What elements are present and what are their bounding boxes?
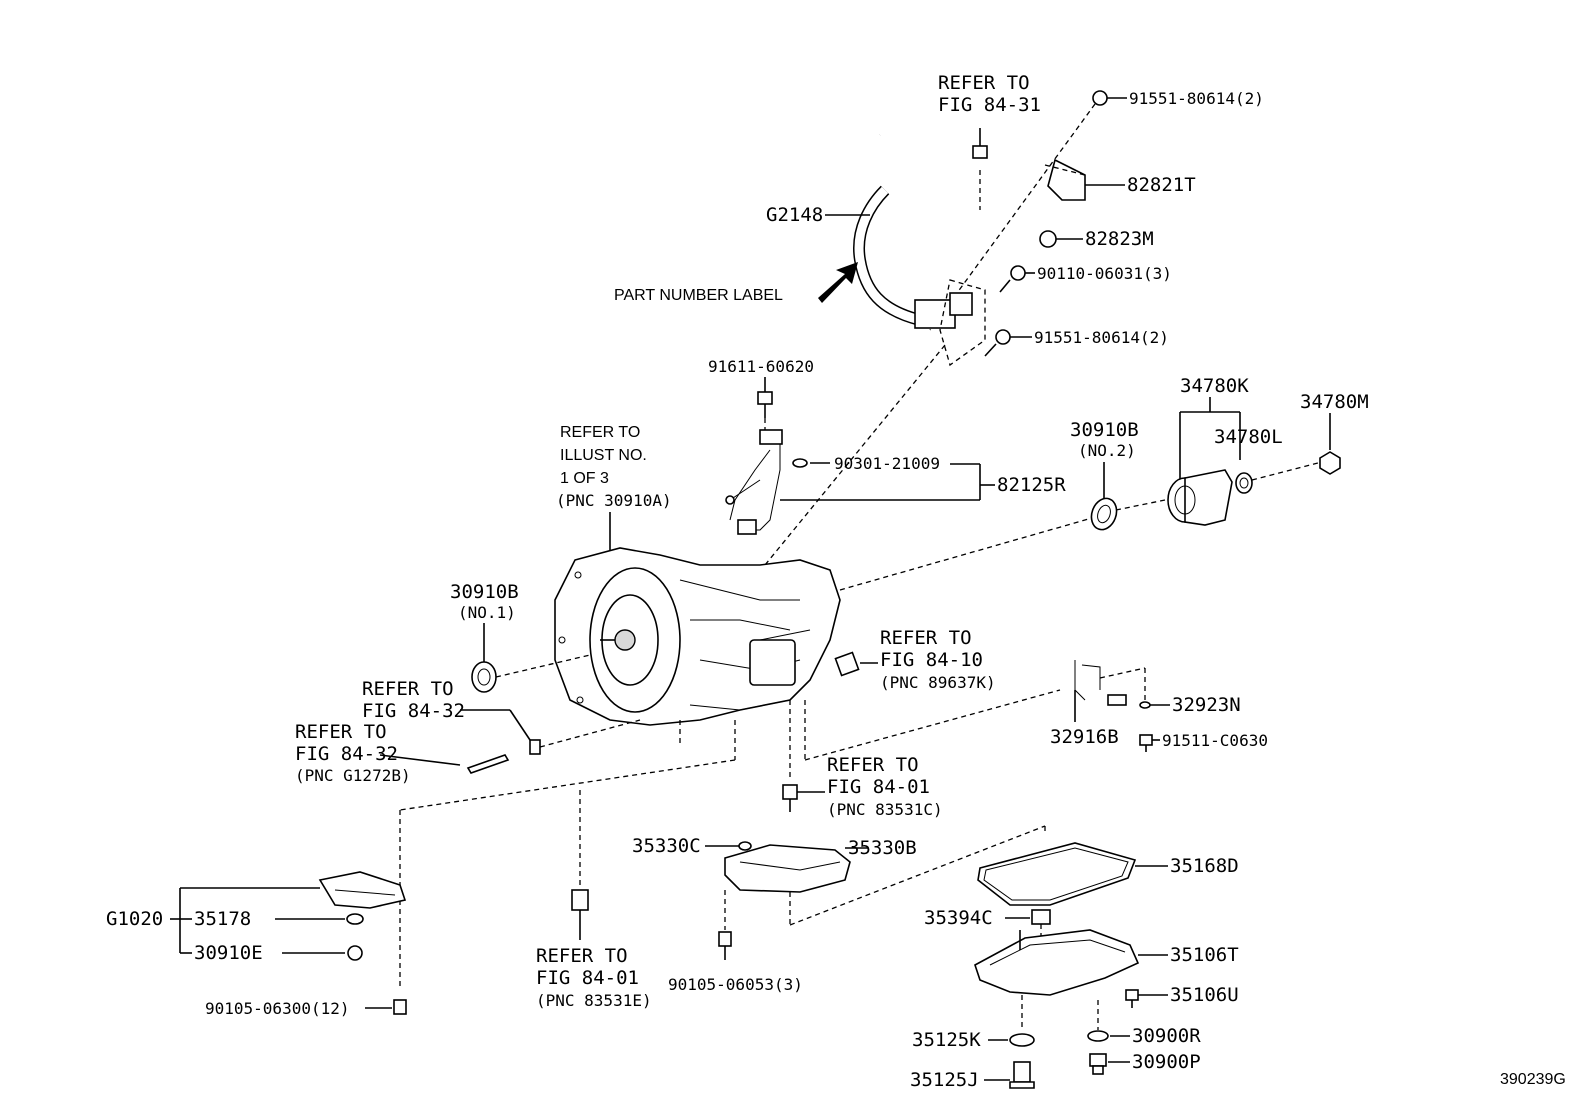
refer-text: REFER TO bbox=[536, 945, 628, 967]
part-label: 91511-C0630 bbox=[1162, 731, 1268, 750]
part-label: 82823M bbox=[1085, 228, 1154, 250]
part-label: 91611-60620 bbox=[708, 357, 814, 376]
part-label: 34780K bbox=[1180, 375, 1249, 397]
part-label: 30900R bbox=[1132, 1025, 1201, 1047]
part-label: 90110-06031(3) bbox=[1037, 264, 1172, 283]
part-label: (NO.2) bbox=[1078, 441, 1136, 460]
refer-text: REFER TO bbox=[362, 678, 454, 700]
refer-text: (PNC 89637K) bbox=[880, 673, 996, 692]
part-label: 82125R bbox=[997, 474, 1066, 496]
refer-fig-84-32-a: REFER TO FIG 84-32 bbox=[362, 678, 641, 755]
refer-text: (PNC 83531C) bbox=[827, 800, 943, 819]
part-label: 35178 bbox=[194, 908, 251, 930]
refer-text: FIG 84-10 bbox=[880, 649, 983, 671]
refer-fig-84-10: REFER TO FIG 84-10 (PNC 89637K) bbox=[834, 627, 996, 692]
fig-84-31-text: FIG 84-31 bbox=[938, 94, 1041, 116]
bolt-91551-80614-top: 91551-80614(2) bbox=[929, 89, 1264, 331]
plug-35125J: 35125J bbox=[910, 1061, 1035, 1091]
gasket-30900R: 30900R bbox=[1087, 1000, 1201, 1047]
part-label: 35168D bbox=[1170, 855, 1239, 877]
harness-82125R: 90301-21009 82125R bbox=[725, 429, 1066, 535]
part-label: (NO.1) bbox=[458, 603, 516, 622]
group-G1020: G1020 35178 30910E bbox=[106, 871, 407, 964]
part-label: G2148 bbox=[766, 204, 823, 226]
part-number-label-callout: PART NUMBER LABEL bbox=[614, 262, 858, 304]
part-label: 30910B bbox=[1070, 419, 1139, 441]
bolt-90105-06300: 90105-06300(12) bbox=[205, 999, 407, 1018]
part-label: 35394C bbox=[924, 907, 993, 929]
seal-30910B-no2: 30910B (NO.2) bbox=[1070, 419, 1139, 531]
plug-30900P: 30900P bbox=[1089, 1051, 1201, 1075]
part-label: 35125J bbox=[910, 1069, 979, 1091]
refer-text: REFER TO bbox=[560, 424, 640, 441]
magnet-35394C: 35394C bbox=[924, 907, 1051, 960]
refer-text: FIG 84-32 bbox=[362, 700, 465, 722]
part-label: 35106T bbox=[1170, 944, 1239, 966]
refer-text: (PNC G1272B) bbox=[295, 766, 411, 785]
part-label: 91551-80614(2) bbox=[1129, 89, 1264, 108]
refer-text: REFER TO bbox=[295, 721, 387, 743]
refer-text: (PNC 30910A) bbox=[556, 491, 672, 510]
arrow-icon bbox=[818, 262, 858, 303]
cap-82823M: 82823M bbox=[1039, 228, 1154, 250]
oil-pan-35106T: 35106T bbox=[974, 929, 1239, 996]
refer-to-text: REFER TO bbox=[938, 72, 1030, 94]
refer-text: FIG 84-01 bbox=[536, 967, 639, 989]
washer-34780L: 34780L bbox=[1214, 426, 1283, 494]
refer-fig-84-01-a: REFER TO FIG 84-01 (PNC 83531C) bbox=[782, 754, 943, 819]
bolt-90110-06031: 90110-06031(3) bbox=[999, 264, 1172, 293]
gasket-35168D: 35168D bbox=[977, 842, 1239, 906]
refer-text: (PNC 83531E) bbox=[536, 991, 652, 1010]
flange-34780K: 34780K bbox=[1167, 375, 1249, 526]
harness-G2148: G2148 bbox=[766, 132, 986, 329]
part-label: 34780M bbox=[1300, 391, 1369, 413]
refer-text: FIG 84-01 bbox=[827, 776, 930, 798]
refer-fig-84-01-b: REFER TO FIG 84-01 (PNC 83531E) bbox=[536, 889, 652, 1010]
part-label: 30910E bbox=[194, 942, 263, 964]
part-label: 90301-21009 bbox=[834, 454, 940, 473]
refer-fig-84-31-callout: REFER TO FIG 84-31 bbox=[938, 72, 1041, 210]
refer-text: REFER TO bbox=[880, 627, 972, 649]
refer-text: FIG 84-32 bbox=[295, 743, 398, 765]
part-label: 30900P bbox=[1132, 1051, 1201, 1073]
gasket-35125K: 35125K bbox=[912, 995, 1035, 1051]
nut-34780M: 34780M bbox=[1300, 391, 1369, 475]
part-label: 35125K bbox=[912, 1029, 981, 1051]
part-label: 32923N bbox=[1172, 694, 1241, 716]
bolt-91511-C0630: 91511-C0630 bbox=[1139, 731, 1268, 752]
part-label: 35330B bbox=[848, 837, 917, 859]
bolt-91611-60620: 91611-60620 bbox=[708, 357, 814, 430]
part-label: 34780L bbox=[1214, 426, 1283, 448]
part-label: 32916B bbox=[1050, 726, 1119, 748]
bolt-90105-06053: 90105-06053(3) bbox=[668, 890, 803, 994]
part-label: 90105-06053(3) bbox=[668, 975, 803, 994]
strainer-35330B: 35330C 35330B bbox=[632, 825, 1046, 926]
part-label: 90105-06300(12) bbox=[205, 999, 350, 1018]
bolt-35106U: 35106U bbox=[1125, 984, 1239, 1008]
part-label: 82821T bbox=[1127, 174, 1196, 196]
refer-text: REFER TO bbox=[827, 754, 919, 776]
part-label: G1020 bbox=[106, 908, 163, 930]
part-label: 91551-80614(2) bbox=[1034, 328, 1169, 347]
bracket-82821T: 82821T bbox=[1044, 158, 1196, 201]
refer-text: 1 OF 3 bbox=[560, 470, 609, 487]
figure-code: 390239G bbox=[1500, 1071, 1566, 1088]
transmission-assembly: REFER TO ILLUST NO. 1 OF 3 (PNC 30910A) bbox=[554, 424, 841, 726]
part-label: 35106U bbox=[1170, 984, 1239, 1006]
refer-fig-84-32-b: REFER TO FIG 84-32 (PNC G1272B) bbox=[295, 721, 510, 785]
refer-text: ILLUST NO. bbox=[560, 447, 647, 464]
bolt-91551-80614-bottom: 91551-80614(2) bbox=[984, 328, 1169, 357]
part-label: 30910B bbox=[450, 581, 519, 603]
sensor-32916B: 32916B bbox=[1050, 660, 1146, 748]
seal-30910B-no1: 30910B (NO.1) bbox=[450, 581, 591, 693]
bolt-icon bbox=[972, 128, 988, 159]
bracket-32923N: 32923N bbox=[1139, 694, 1241, 716]
part-label: PART NUMBER LABEL bbox=[614, 287, 783, 304]
part-label: 35330C bbox=[632, 835, 701, 857]
